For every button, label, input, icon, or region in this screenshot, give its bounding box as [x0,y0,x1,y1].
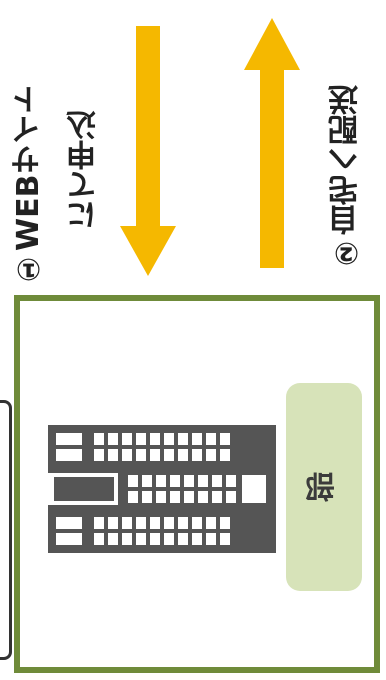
building-icon [48,425,276,553]
department-label: 部 [306,472,341,502]
side-bracket [0,400,12,660]
step2-label: ②自宅へ配送 [329,85,364,270]
arrow-down-icon [120,26,176,276]
arrow-up-icon [244,18,300,268]
step1-sub-label: にて申込 [67,110,102,230]
department-box: 部 [286,383,362,591]
step1-label: ①WEBサイト [11,84,46,286]
